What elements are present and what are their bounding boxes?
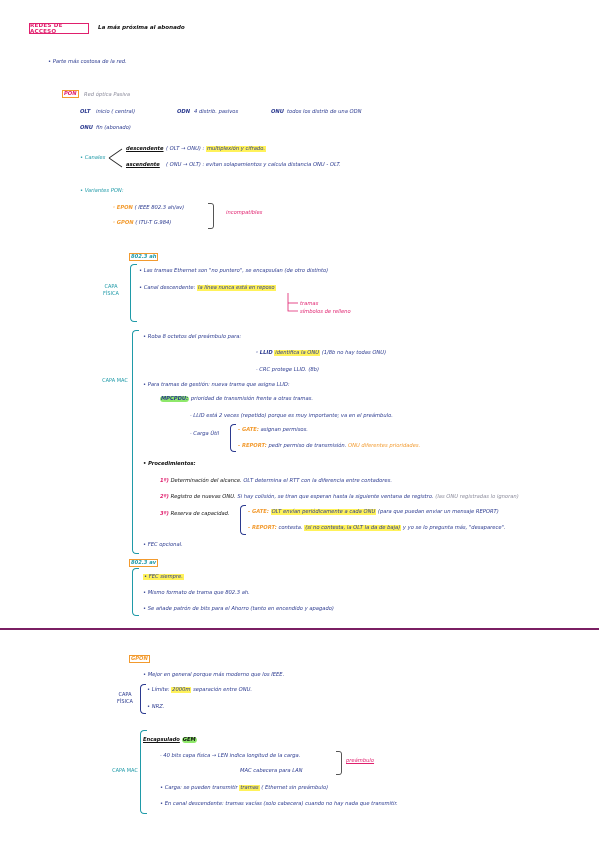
av-formato: • Mismo formato de trama que 802.3 ah.: [143, 590, 250, 596]
gpon-mejor: • Mejor en general porque más moderno qu…: [143, 672, 285, 678]
odn-term: ODN: [177, 109, 191, 115]
ah-p2-num: 2º): [160, 494, 169, 500]
gpon-limite-pre: • Límite:: [147, 687, 170, 693]
descendente-detail: ( OLT → ONU) :: [166, 146, 205, 152]
ah-tramas-line: • Las tramas Ethernet son "no puntero", …: [139, 268, 329, 274]
ah-p3-report-term: - REPORT:: [248, 525, 277, 531]
epon-desc: ( IEEE 802.3 ah/av): [134, 205, 185, 211]
olt-desc: inicio ( central): [96, 109, 136, 115]
page-subtitle: La más próxima al abonado: [98, 25, 185, 31]
ah-llid-highlight: identifica la ONU: [274, 350, 321, 356]
gpon-carga-pre: • Carga: se pueden transmitir: [160, 785, 238, 791]
page-title: REDES DE ACCESO: [29, 23, 89, 35]
ah-tramas-word: tramas: [300, 301, 319, 307]
ah-p3-num: 3º): [160, 511, 169, 517]
canales-label: • Canales: [80, 155, 106, 161]
ah-p3-report-pre: contesta.: [278, 525, 303, 531]
ah-procedimientos-label: • Procedimientos:: [143, 461, 196, 467]
ah-p3-report-highlight: (si no contesta, la OLT la da de baja): [304, 525, 402, 531]
ah-p3-gate-term: - GATE:: [248, 509, 269, 515]
gpon-gem-badge: GEM: [181, 737, 197, 743]
canales-arrows: [108, 148, 123, 168]
ah-p3-gate-post: (para que puedan enviar un mensaje REPOR…: [377, 509, 499, 515]
onu-desc: fin (abonado): [96, 125, 131, 131]
gpon-mac-brace: [140, 730, 147, 814]
olt-term: OLT: [80, 109, 91, 115]
onu-term: ONU: [80, 125, 93, 131]
ah-llid-post: (1/8b no hay todas ONU): [321, 350, 387, 356]
pon-label: PON: [62, 90, 79, 98]
variantes-label: • Variantes PON:: [80, 188, 124, 194]
ah-capa-mac: CAPA MAC: [102, 378, 128, 384]
ah-report-highlight: ONU diferentes prioridades.: [347, 443, 421, 449]
av-label: 802.3 av: [129, 559, 159, 567]
gpon-limite-post: separación entre ONU.: [193, 687, 253, 693]
gpon-carga-post: ( Ethernet sin preámbulo): [261, 785, 329, 791]
pon-desc: Red óptica Pasiva: [84, 92, 131, 98]
ah-roba-line: • Roba 8 octetos del preámbulo para:: [143, 334, 242, 340]
gpon-desc: ( ITU-T G.984): [135, 220, 172, 226]
ah-p3-gate-highlight: OLT envían periódicamente a cada ONU: [270, 509, 377, 515]
gpon-nrz: • NRZ.: [147, 704, 165, 710]
variantes-brace: [208, 203, 214, 229]
ah-capa-fisica: CAPA FÍSICA: [103, 284, 119, 297]
incompatibles-label: incompatibles: [226, 210, 263, 216]
ah-mac-brace: [132, 330, 139, 554]
ah-llid-repeated: · LLID está 2 veces (repetido) porque es…: [190, 413, 393, 419]
gpon-bits-line: · 40 bits capa física → LEN indica longi…: [160, 753, 301, 759]
ascendente-detail: ( ONU → OLT) : evitan solapamientos y ca…: [166, 162, 341, 168]
gpon-capa-mac: CAPA MAC: [112, 768, 138, 774]
gpon-encap-label: Encapsulado: [143, 737, 180, 743]
ah-gestion-line: • Para tramas de gestión: nueva trama qu…: [143, 382, 290, 388]
ah-crc-line: · CRC protege LLID. (8b): [256, 367, 319, 373]
epon-term: · EPON: [113, 205, 133, 211]
ah-carga-util: · Carga Útil: [190, 431, 220, 437]
ah-relleno-arrow: [287, 293, 298, 312]
ah-fisica-brace: [130, 264, 137, 322]
ascendente-term: ascendente: [126, 162, 160, 168]
onu-all-term: ONU: [271, 109, 284, 115]
ah-gate-term: - GATE:: [238, 427, 259, 433]
ah-report-desc: pedir permiso de transmisión.: [268, 443, 347, 449]
onu-all-desc: todos los distrib de una ODN: [287, 109, 362, 115]
intro-text: • Parte más costosa de la red.: [48, 59, 127, 65]
ah-p1-term: Determinación del alcance.: [170, 478, 242, 484]
gpon-canal: • En canal descendente: tramas vacías (s…: [160, 801, 398, 807]
gpon-term: · GPON: [113, 220, 134, 226]
ah-p2-term: Registro de nuevas ONU.: [170, 494, 236, 500]
ah-canal-pre: • Canal descendente:: [139, 285, 196, 291]
gpon-capa-fisica: CAPA FÍSICA: [117, 692, 133, 705]
ah-p3-brace: [240, 505, 246, 535]
gpon-mac-line: MAC cabecera para LAN: [240, 768, 303, 774]
ah-p3-term: Reserva de capacidad.: [170, 511, 230, 517]
av-brace: [132, 568, 139, 616]
ah-carga-brace: [230, 424, 236, 452]
ah-report-term: - REPORT:: [238, 443, 267, 449]
section-divider: [0, 628, 599, 630]
ah-mpcpdu-term: MPCPDU:: [160, 396, 190, 402]
ah-simbolos-word: símbolos de relleno: [300, 309, 351, 315]
ah-mpcpdu-desc: prioridad de transmisión frente a otras …: [190, 396, 314, 402]
gpon-section-label: GPON: [129, 655, 150, 663]
ah-p1-num: 1º): [160, 478, 169, 484]
ah-p2-grey: (las ONU registradas lo ignoran): [435, 494, 519, 500]
ah-canal-highlight: la línea nunca está en reposo: [197, 285, 276, 291]
ah-label: 802.3 ah: [129, 253, 159, 261]
ah-p2-desc: Si hay colisión, se tiran que esperan ha…: [237, 494, 434, 500]
odn-desc: 4 distrib. pasivos: [194, 109, 239, 115]
descendente-term: descendente: [126, 146, 164, 152]
ah-p3-report-post: y yo se lo pregunta más, "desaparece".: [402, 525, 506, 531]
av-patron: • Se añade patrón de bits para el Ahorro…: [143, 606, 334, 612]
ah-p1-desc: OLT determina el RTT con la diferencia e…: [243, 478, 392, 484]
ah-llid-term: · LLID: [256, 350, 273, 356]
ah-gate-desc: asignan permisos.: [260, 427, 308, 433]
gpon-preambulo: preámbulo: [346, 758, 375, 764]
gpon-fisica-brace: [140, 684, 146, 714]
gpon-limite-highlight: 2000m: [171, 687, 192, 693]
gpon-carga-highlight: tramas: [239, 785, 260, 791]
ah-fec: • FEC opcional.: [143, 542, 183, 548]
gpon-preambulo-brace: [336, 751, 342, 775]
av-fec: • FEC siempre.: [143, 574, 184, 580]
descendente-highlight: multiplexión y cifrado.: [205, 146, 267, 152]
